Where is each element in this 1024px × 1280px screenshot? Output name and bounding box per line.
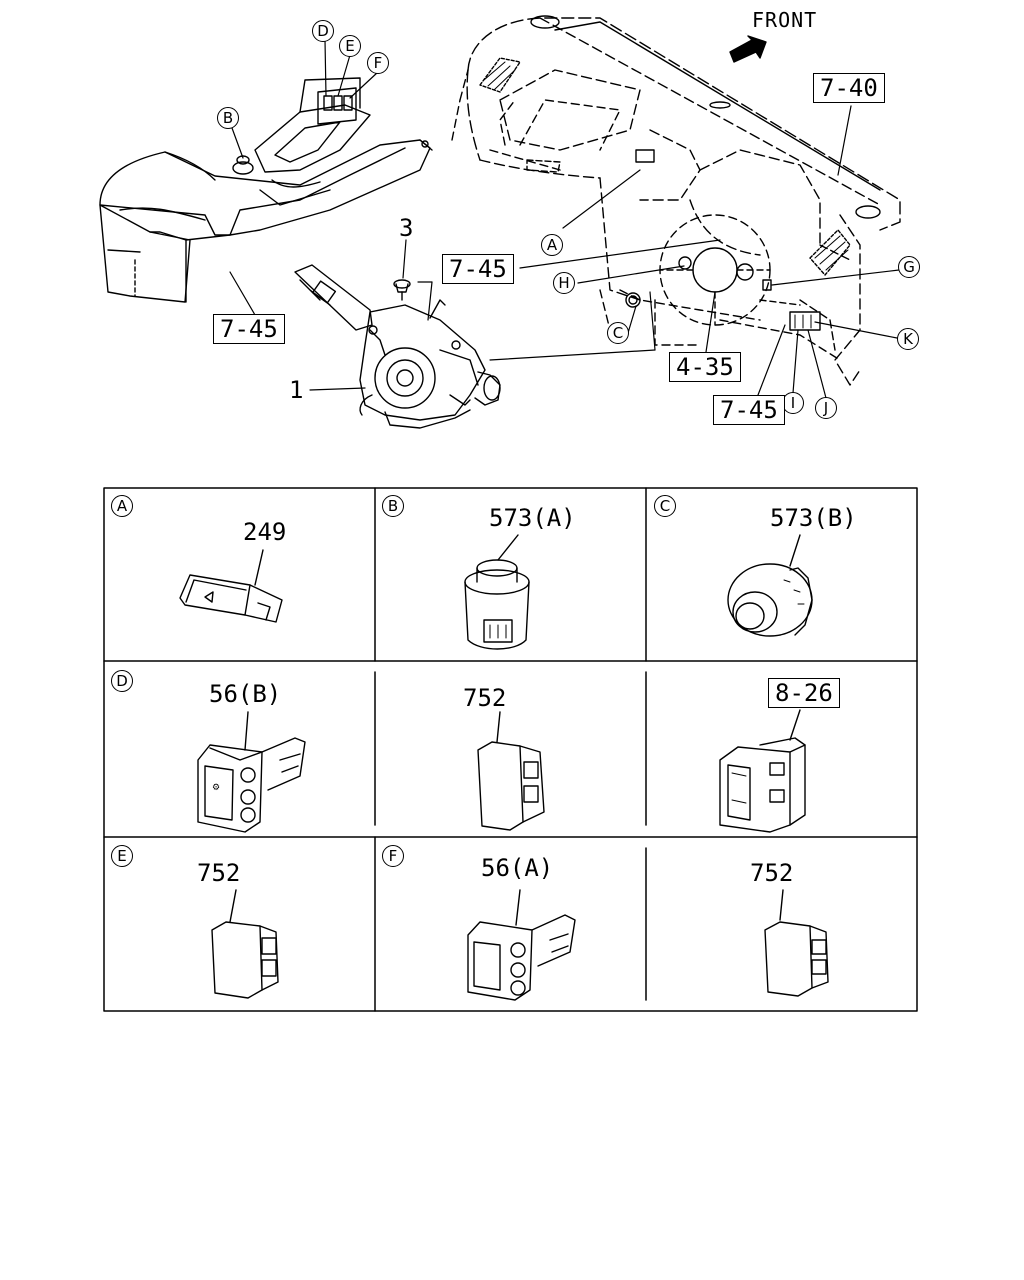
- callout-h: H: [553, 272, 575, 294]
- grid-callout-d: D: [111, 670, 133, 692]
- grid-callout-e: E: [111, 845, 133, 867]
- part-number-56b: 56(B): [209, 680, 282, 708]
- part-number-573b: 573(B): [770, 504, 857, 532]
- front-arrow-icon: [729, 35, 767, 63]
- ref-7-45-panel: 7-45: [713, 395, 785, 425]
- ref-7-45-switch: 7-45: [442, 254, 514, 284]
- callout-f: F: [367, 52, 389, 74]
- grid-callout-c: C: [654, 495, 676, 517]
- callout-j: J: [815, 397, 837, 419]
- switch-752-c-drawing: [764, 889, 829, 997]
- center-console-drawing: [99, 77, 433, 303]
- knob-switch-b-drawing: [727, 534, 813, 637]
- grid-callout-b: B: [382, 495, 404, 517]
- parts-grid: [103, 487, 918, 1012]
- hazard-switch-drawing: [179, 549, 283, 623]
- ref-8-26: 8-26: [768, 678, 840, 708]
- switch-56b-drawing: ⚙: [197, 711, 306, 833]
- part-number-56a: 56(A): [481, 854, 554, 882]
- ref-7-40: 7-40: [813, 73, 885, 103]
- callout-g: G: [898, 256, 920, 278]
- switch-826-drawing: [719, 709, 806, 833]
- callout-i: I: [782, 392, 804, 414]
- part-number-752-row3: 752: [750, 859, 794, 887]
- leader-lines: [229, 39, 900, 399]
- svg-text:⚙: ⚙: [212, 783, 220, 793]
- callout-d: D: [312, 20, 334, 42]
- instrument-panel-drawing: [451, 15, 901, 386]
- grid-callout-a: A: [111, 495, 133, 517]
- part-number-573a: 573(A): [489, 504, 576, 532]
- part-number-752-row2: 752: [463, 684, 507, 712]
- switch-752-e-drawing: [211, 889, 279, 999]
- part-number-1: 1: [289, 376, 304, 404]
- part-number-752-e: 752: [197, 859, 241, 887]
- switch-56a-drawing: [467, 889, 576, 1001]
- callout-k: K: [897, 328, 919, 350]
- screw-drawing: [393, 279, 411, 301]
- callout-c: C: [607, 322, 629, 344]
- callout-e: E: [339, 35, 361, 57]
- switch-752-b-drawing: [477, 711, 545, 831]
- front-label: FRONT: [752, 8, 818, 32]
- knob-switch-a-drawing: [464, 534, 530, 650]
- callout-b: B: [217, 107, 239, 129]
- part-number-3: 3: [399, 214, 414, 242]
- combination-switch-drawing: [294, 264, 501, 429]
- part-number-249: 249: [243, 518, 287, 546]
- callout-a: A: [541, 234, 563, 256]
- ref-4-35: 4-35: [669, 352, 741, 382]
- ref-7-45-console: 7-45: [213, 314, 285, 344]
- grid-callout-f: F: [382, 845, 404, 867]
